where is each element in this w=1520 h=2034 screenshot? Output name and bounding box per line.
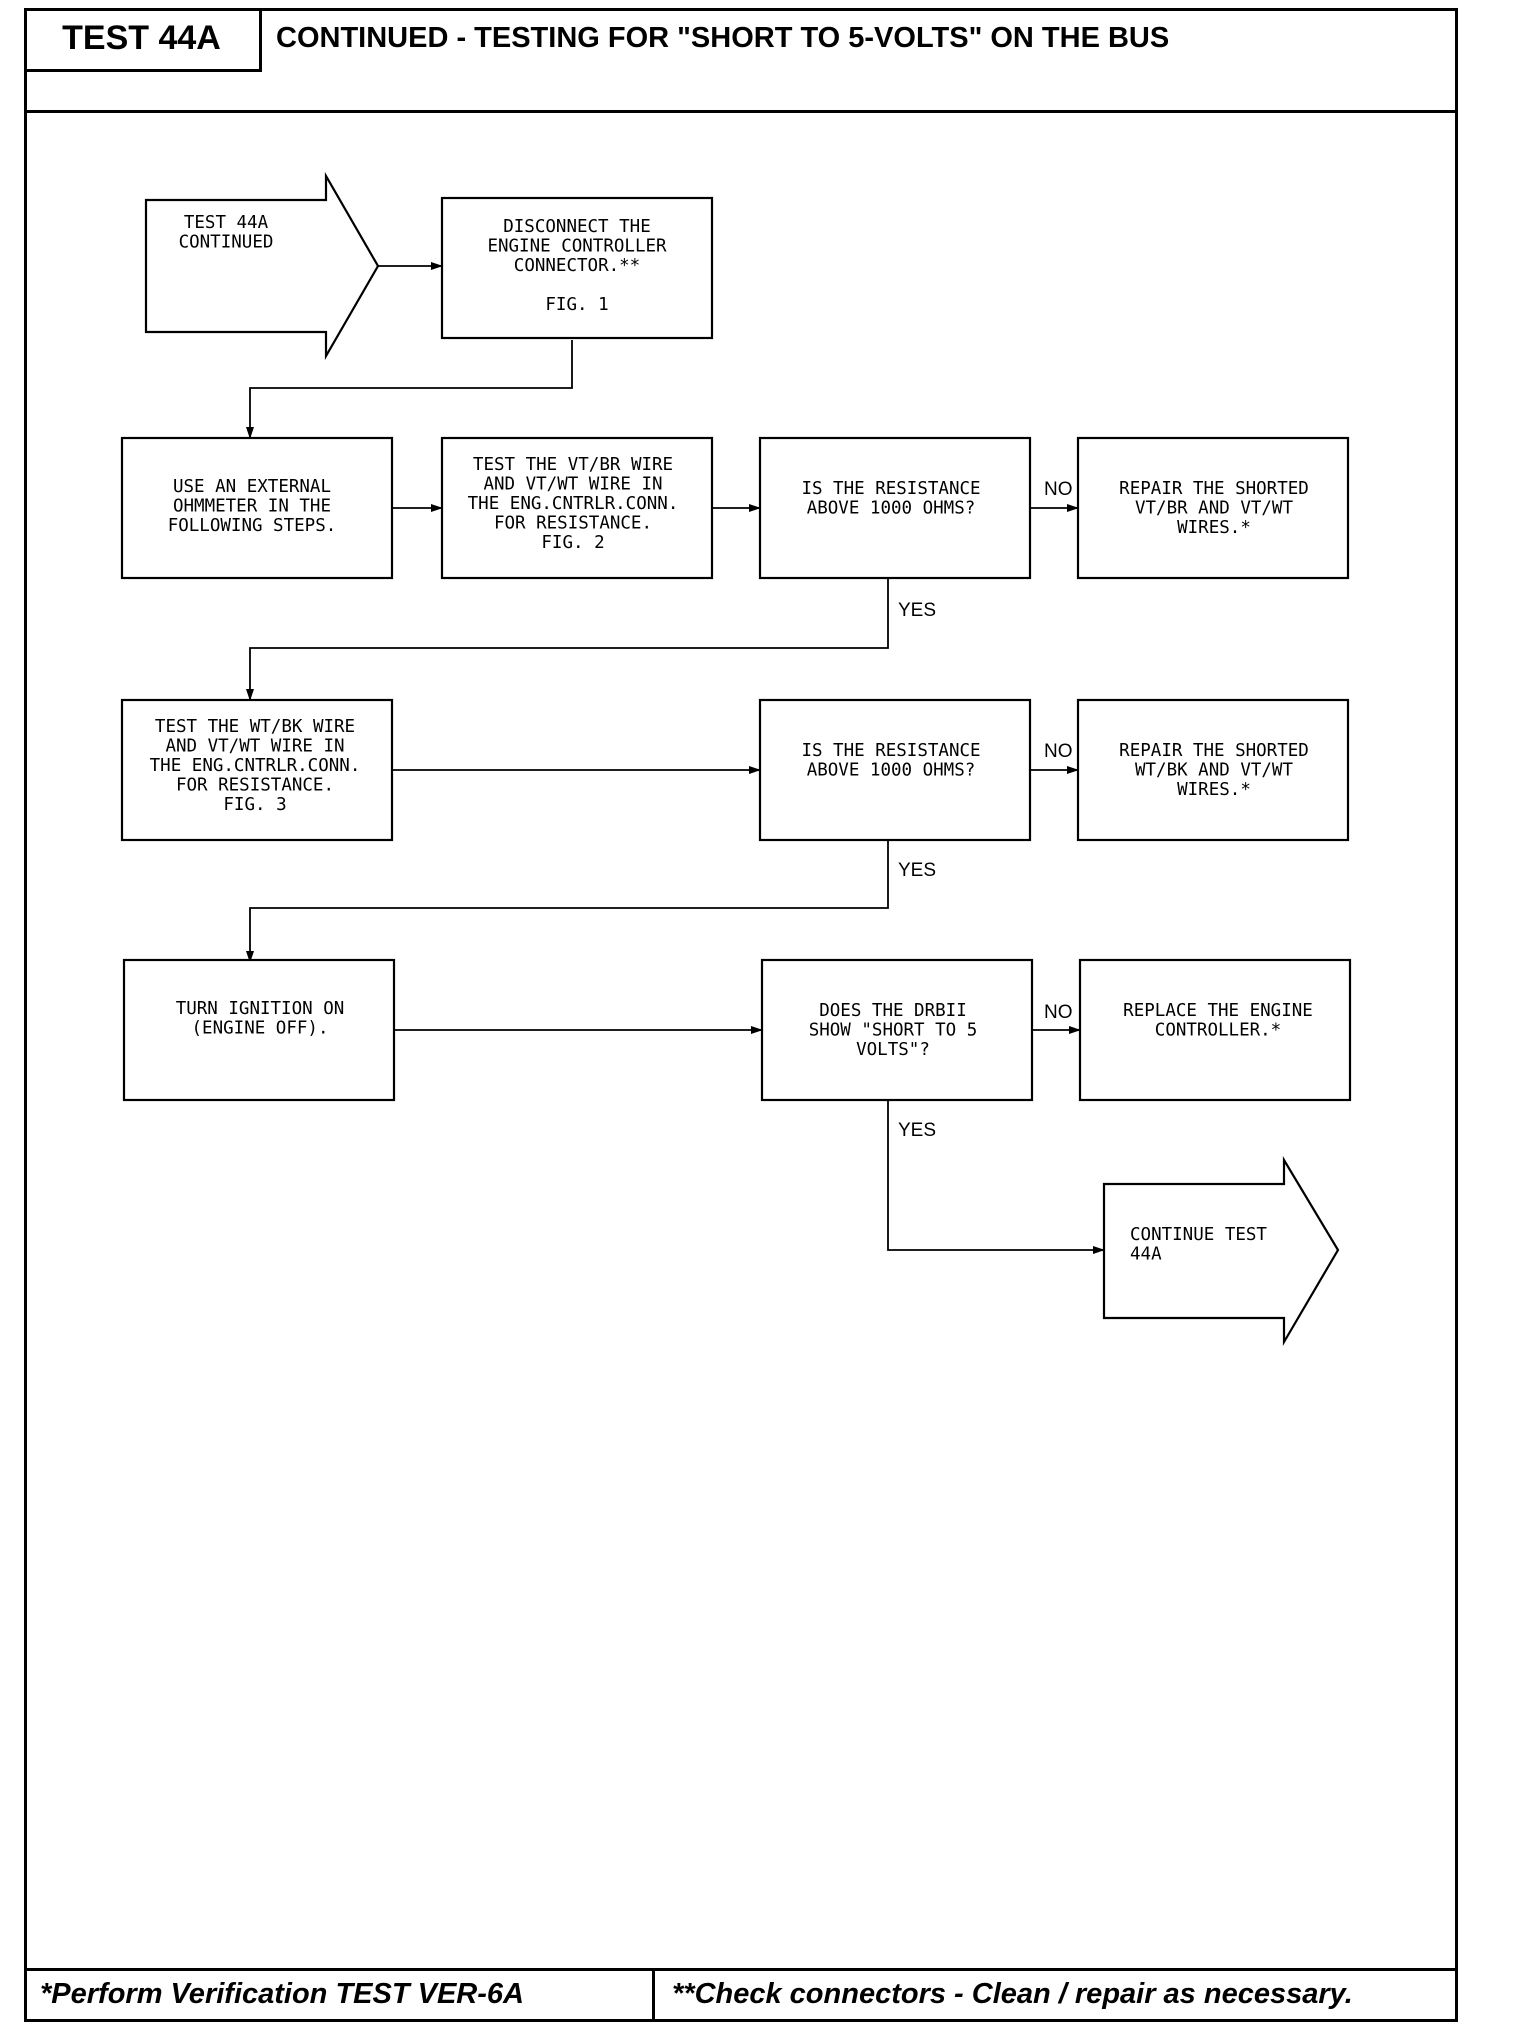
- node-text-line: IS THE RESISTANCE: [801, 741, 980, 761]
- node-text-line: AND VT/WT WIRE IN: [483, 475, 662, 495]
- node-text-line: DISCONNECT THE: [503, 217, 651, 237]
- footer-verification-note: *Perform Verification TEST VER-6A: [40, 1978, 524, 2010]
- node-text-line: FIG. 3: [223, 795, 286, 815]
- node-text-line: REPAIR THE SHORTED: [1119, 479, 1309, 499]
- footer-column-divider: [652, 1968, 655, 2022]
- node-text-line: TEST THE VT/BR WIRE: [473, 455, 673, 475]
- node-text-line: AND VT/WT WIRE IN: [165, 737, 344, 757]
- footer-connector-note: **Check connectors - Clean / repair as n…: [672, 1978, 1353, 2010]
- node-text-line: ABOVE 1000 OHMS?: [807, 761, 976, 781]
- node-text-line: SHOW "SHORT TO 5: [809, 1021, 978, 1041]
- node-text-line: FOR RESISTANCE.: [176, 776, 334, 796]
- node-text-line: CONTINUED: [179, 233, 274, 253]
- node-text-line: FIG. 2: [541, 533, 604, 553]
- node-text-line: REPAIR THE SHORTED: [1119, 741, 1309, 761]
- node-text-line: FOR RESISTANCE.: [494, 514, 652, 534]
- node-text-line: TEST THE WT/BK WIRE: [155, 717, 355, 737]
- label-yes-1: YES: [898, 600, 936, 621]
- label-yes-3: YES: [898, 1120, 936, 1141]
- node-text-line: TEST 44A: [184, 213, 269, 233]
- footer-divider: [24, 1968, 1458, 1971]
- node-text-line: TURN IGNITION ON: [176, 999, 345, 1019]
- node-text-line: CONTINUE TEST: [1130, 1225, 1267, 1245]
- node-text-line: (ENGINE OFF).: [192, 1019, 329, 1039]
- test-id-box: TEST 44A: [24, 8, 262, 72]
- node-text-line: WIRES.*: [1177, 780, 1251, 800]
- node-text-line: THE ENG.CNTRLR.CONN.: [150, 756, 361, 776]
- edge-disconnect-to-ohmmeter: [246, 340, 573, 439]
- node-text-line: IS THE RESISTANCE: [801, 479, 980, 499]
- node-text-line: FOLLOWING STEPS.: [168, 516, 337, 536]
- node-text-line: CONTROLLER.*: [1155, 1021, 1281, 1041]
- node-text-line: THE ENG.CNTRLR.CONN.: [468, 494, 679, 514]
- page-frame: [24, 8, 1458, 2022]
- node-text-line: ABOVE 1000 OHMS?: [807, 499, 976, 519]
- node-text-line: OHMMETER IN THE: [173, 497, 331, 517]
- node-ignition: TURN IGNITION ON(ENGINE OFF).: [122, 958, 396, 1102]
- node-text-line: ENGINE CONTROLLER: [487, 237, 667, 257]
- header-divider: [24, 110, 1458, 113]
- label-no-2: NO: [1044, 741, 1073, 762]
- node-text-line: 44A: [1130, 1245, 1162, 1265]
- svg-text:TURN IGNITION ON(ENGINE OFF).: TURN IGNITION ON(ENGINE OFF).: [176, 999, 345, 1039]
- edge-q2-yes: [246, 840, 889, 963]
- node-text-line: DOES THE DRBII: [819, 1001, 967, 1021]
- edge-q3-yes: [887, 1100, 1105, 1254]
- node-text-line: CONNECTOR.**: [514, 256, 640, 276]
- label-no-3: NO: [1044, 1002, 1073, 1023]
- label-no-1: NO: [1044, 479, 1073, 500]
- node-text-line: VOLTS"?: [856, 1040, 930, 1060]
- label-yes-2: YES: [898, 860, 936, 881]
- edge-q1-yes: [246, 578, 889, 701]
- node-text-line: WT/BK AND VT/WT: [1135, 761, 1294, 781]
- node-text-line: REPLACE THE ENGINE: [1123, 1001, 1313, 1021]
- node-text-line: WIRES.*: [1177, 518, 1251, 538]
- node-text-line: USE AN EXTERNAL: [173, 477, 331, 497]
- connectors: [246, 262, 1105, 1254]
- page-title: CONTINUED - TESTING FOR "SHORT TO 5-VOLT…: [276, 22, 1170, 54]
- test-id: TEST 44A: [62, 19, 221, 57]
- node-text-line: VT/BR AND VT/WT: [1135, 499, 1294, 519]
- node-text-line: FIG. 1: [545, 295, 608, 315]
